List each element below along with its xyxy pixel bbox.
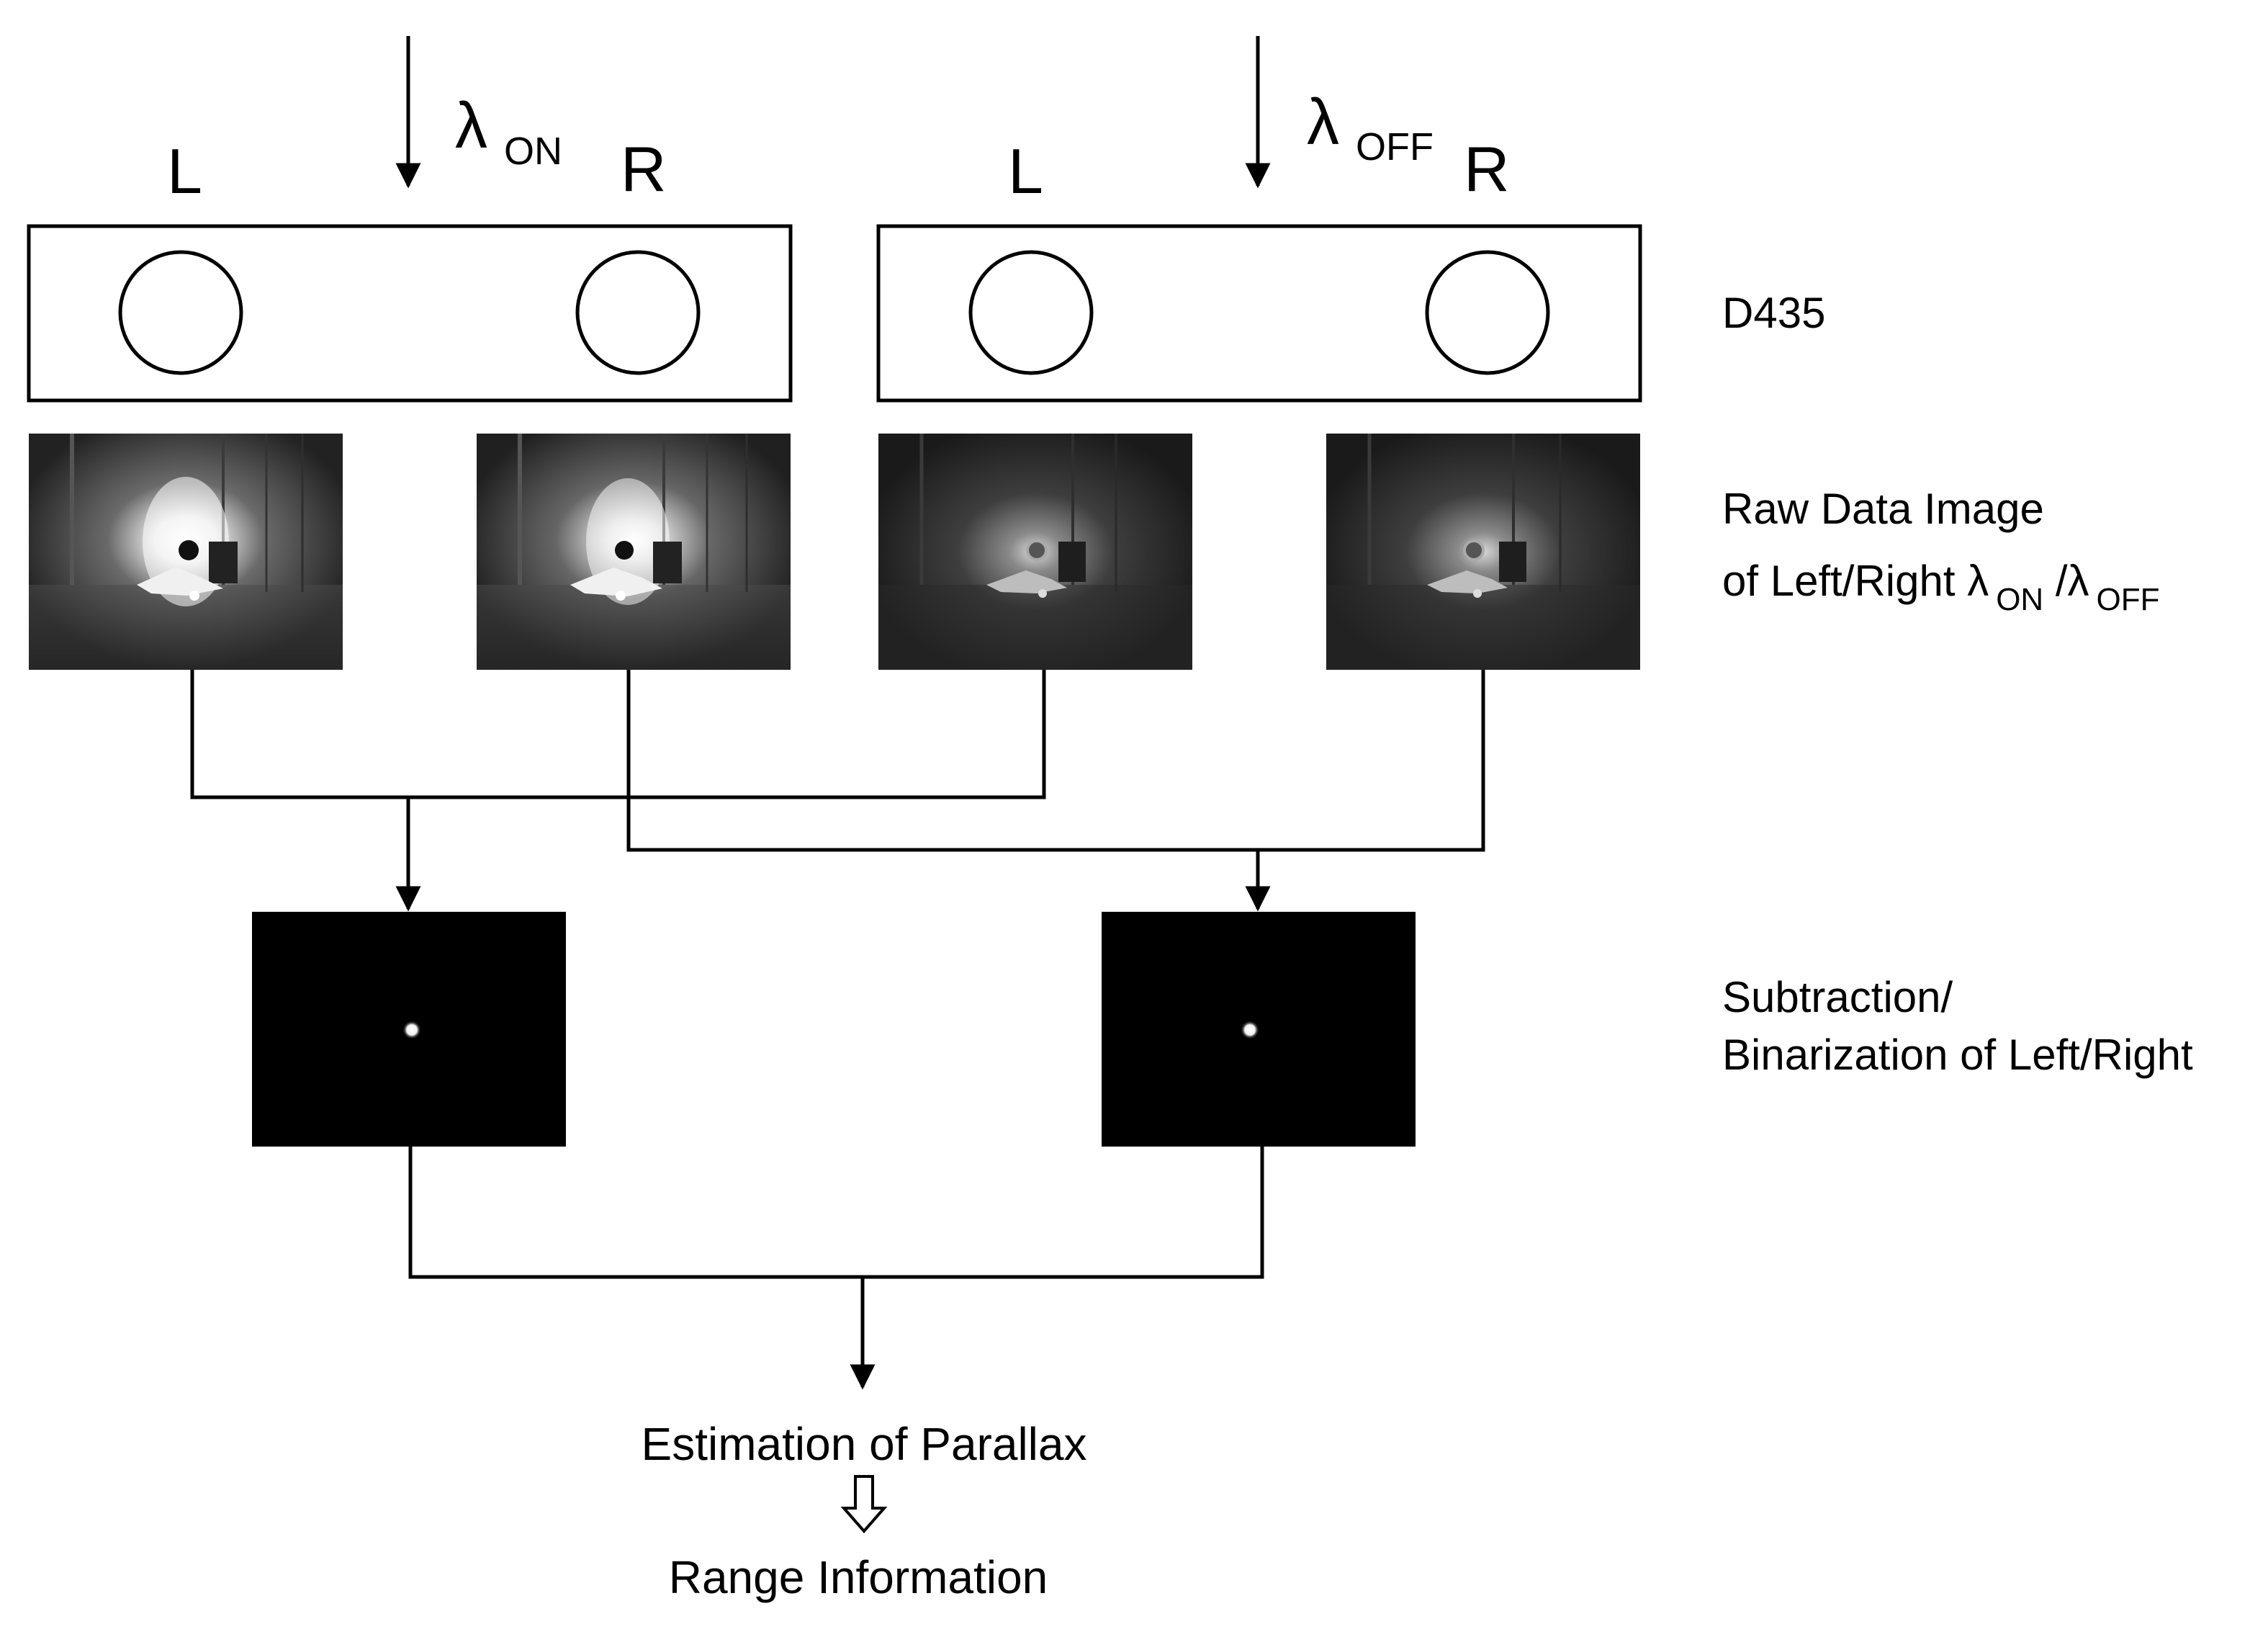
camera-off-left-lens	[968, 250, 1094, 375]
connector-merge	[408, 1147, 1264, 1390]
parallax-label: Estimation of Parallax	[642, 1418, 1087, 1470]
laser-off-symbol: λ	[1307, 86, 1339, 158]
range-label: Range Information	[669, 1551, 1048, 1603]
camera-on-right-lens	[575, 250, 701, 375]
hollow-down-arrow-icon	[840, 1475, 888, 1534]
camera-on-left-lens	[118, 250, 243, 375]
laser-on-input: λ ON	[395, 36, 562, 189]
connector-left-pair	[190, 670, 1046, 912]
camera-off-body	[876, 224, 1642, 403]
binarized-image-left	[252, 912, 566, 1147]
laser-on-subscript: ON	[504, 130, 562, 173]
camera-off-left-label: L	[1008, 135, 1043, 207]
raw-label-line1: Raw Data Image	[1722, 485, 2044, 533]
camera-on-left-label: L	[167, 135, 202, 207]
subtraction-label-line1: Subtraction/	[1722, 973, 1953, 1021]
raw-image-on-right	[477, 434, 791, 670]
camera-on-right-label: R	[621, 133, 667, 205]
right-spot	[1241, 1021, 1259, 1039]
device-label: D435	[1722, 289, 1825, 337]
camera-on-body	[27, 224, 793, 403]
raw-image-off-left	[878, 434, 1192, 670]
subtraction-label-line2: Binarization of Left/Right	[1722, 1031, 2193, 1079]
raw-image-off-right	[1326, 434, 1640, 670]
binarized-image-right	[1102, 912, 1416, 1147]
laser-off-subscript: OFF	[1356, 125, 1434, 169]
camera-off-right-label: R	[1464, 133, 1510, 205]
raw-image-on-left	[29, 434, 343, 670]
laser-on-symbol: λ	[455, 90, 487, 162]
left-spot	[402, 1021, 421, 1039]
camera-off-right-lens	[1425, 250, 1550, 375]
laser-off-input: λ OFF	[1245, 36, 1434, 189]
connector-right-pair	[626, 670, 1485, 912]
